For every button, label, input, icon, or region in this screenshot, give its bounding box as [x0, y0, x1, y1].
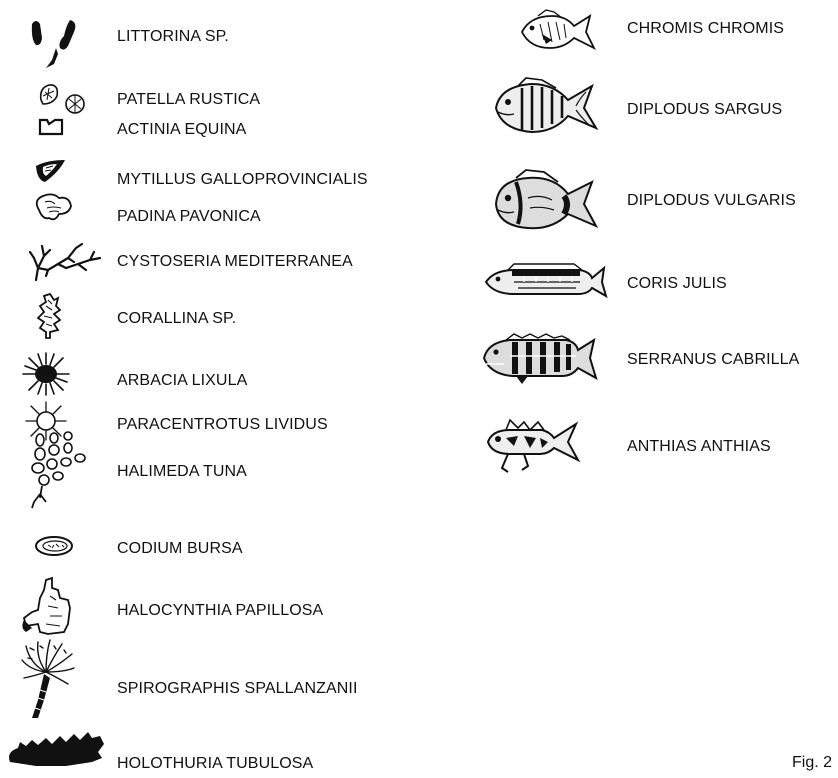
- species-label-paracentrotus: PARACENTROTUS LIVIDUS: [117, 416, 328, 434]
- patella-icon: [37, 82, 87, 116]
- species-label-halimeda: HALIMEDA TUNA: [117, 463, 247, 481]
- species-label-cystoseira: CYSTOSERIA MEDITERRANEA: [117, 253, 353, 271]
- species-label-mytilus: MYTILLUS GALLOPROVINCIALIS: [117, 171, 368, 189]
- spirographis-icon: [20, 638, 76, 720]
- species-label-holothuria: HOLOTHURIA TUBULOSA: [117, 755, 313, 773]
- chromis-fish-icon: [516, 10, 598, 54]
- padina-icon: [33, 192, 75, 224]
- littorina-icon: [28, 18, 83, 70]
- species-label-diplodus-sargus: DIPLODUS SARGUS: [627, 101, 782, 119]
- species-label-padina: PADINA PAVONICA: [117, 208, 261, 226]
- species-label-serranus: SERRANUS CABRILLA: [627, 351, 799, 369]
- species-label-arbacia: ARBACIA LIXULA: [117, 372, 247, 390]
- figure-label: Fig. 2: [792, 754, 832, 772]
- species-label-littorina: LITTORINA SP.: [117, 28, 229, 46]
- arbacia-icon: [22, 352, 70, 396]
- mytilus-icon: [33, 158, 71, 186]
- serranus-fish-icon: [482, 334, 598, 384]
- species-label-spirographis: SPIROGRAPHIS SPALLANZANII: [117, 680, 358, 698]
- species-label-corallina: CORALLINA SP.: [117, 310, 236, 328]
- corallina-icon: [34, 292, 64, 340]
- species-label-actinia: ACTINIA EQUINA: [117, 121, 246, 139]
- species-label-anthias: ANTHIAS ANTHIAS: [627, 438, 771, 456]
- cystoseira-icon: [28, 240, 104, 282]
- species-label-codium: CODIUM BURSA: [117, 540, 243, 558]
- halimeda-icon: [30, 432, 90, 510]
- coris-fish-icon: [484, 262, 608, 302]
- diplodus-vulgaris-fish-icon: [492, 168, 600, 234]
- holothuria-icon: [6, 726, 108, 766]
- species-label-diplodus-vulgaris: DIPLODUS VULGARIS: [627, 192, 796, 210]
- actinia-icon: [37, 116, 67, 138]
- species-label-halocynthia: HALOCYNTHIA PAPILLOSA: [117, 602, 323, 620]
- species-label-patella: PATELLA RUSTICA: [117, 91, 260, 109]
- anthias-fish-icon: [484, 418, 582, 474]
- halocynthia-icon: [18, 576, 76, 640]
- species-label-chromis: CHROMIS CHROMIS: [627, 20, 784, 38]
- codium-icon: [34, 533, 76, 559]
- diplodus-sargus-fish-icon: [492, 76, 600, 138]
- species-label-coris: CORIS JULIS: [627, 275, 727, 293]
